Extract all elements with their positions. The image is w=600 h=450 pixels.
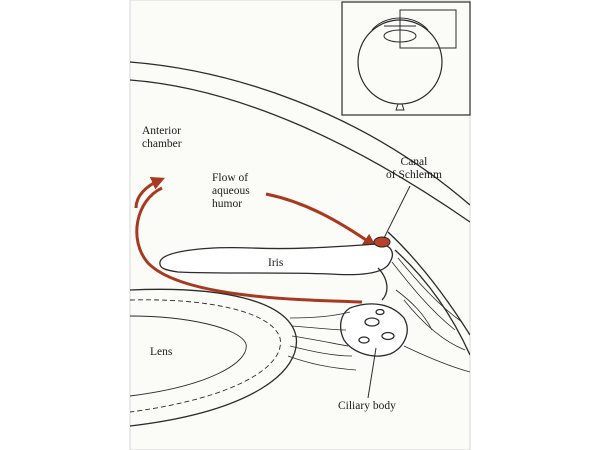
zonule-fiber (289, 311, 351, 319)
zonule-fiber (291, 325, 347, 331)
inset-frame (341, 1, 471, 116)
sclera-edge (387, 231, 470, 336)
lens-label: Lens (150, 346, 173, 358)
zonule-fiber (287, 355, 357, 371)
ciliary-process (358, 336, 370, 344)
lens-outline (130, 288, 298, 427)
aqueous-flow-path (135, 186, 363, 304)
cornea-outer-edge (130, 61, 470, 206)
lens-contour-dashed (130, 299, 281, 413)
canal-of-schlemm-mark (373, 236, 391, 248)
flow-arrow-head-left (134, 176, 165, 209)
inset-focus-box (399, 9, 457, 49)
flow-arrow-to-canal (265, 192, 377, 248)
canal-leader-line (383, 185, 411, 239)
ciliary-process (364, 317, 380, 327)
lens-nucleus (130, 315, 247, 397)
meshwork-line (391, 261, 456, 331)
ciliary-process (375, 308, 385, 316)
iris-shape (159, 243, 393, 276)
ciliary-leader-line (367, 347, 377, 399)
cornea-inner-edge (130, 79, 470, 223)
iris-label: Iris (268, 257, 284, 269)
iris-root-edge (377, 267, 388, 301)
meshwork-line (397, 257, 463, 323)
canal-of-schlemm-label: Canal of Schlemm (386, 156, 442, 181)
ciliary-process (381, 331, 395, 341)
inset-eye-diagram (341, 1, 471, 116)
ciliary-body-label: Ciliary body (338, 400, 396, 412)
zonule-fiber (403, 345, 470, 373)
meshwork-line (395, 289, 433, 331)
anterior-chamber-label: Anterior chamber (142, 125, 182, 150)
zonule-fiber (291, 335, 349, 347)
flow-of-aqueous-humor-label: Flow of aqueous humor (212, 172, 250, 210)
ciliary-body-shape (339, 303, 408, 357)
sclera-inner-edge (394, 249, 470, 356)
inset-optic-nerve (395, 103, 405, 111)
